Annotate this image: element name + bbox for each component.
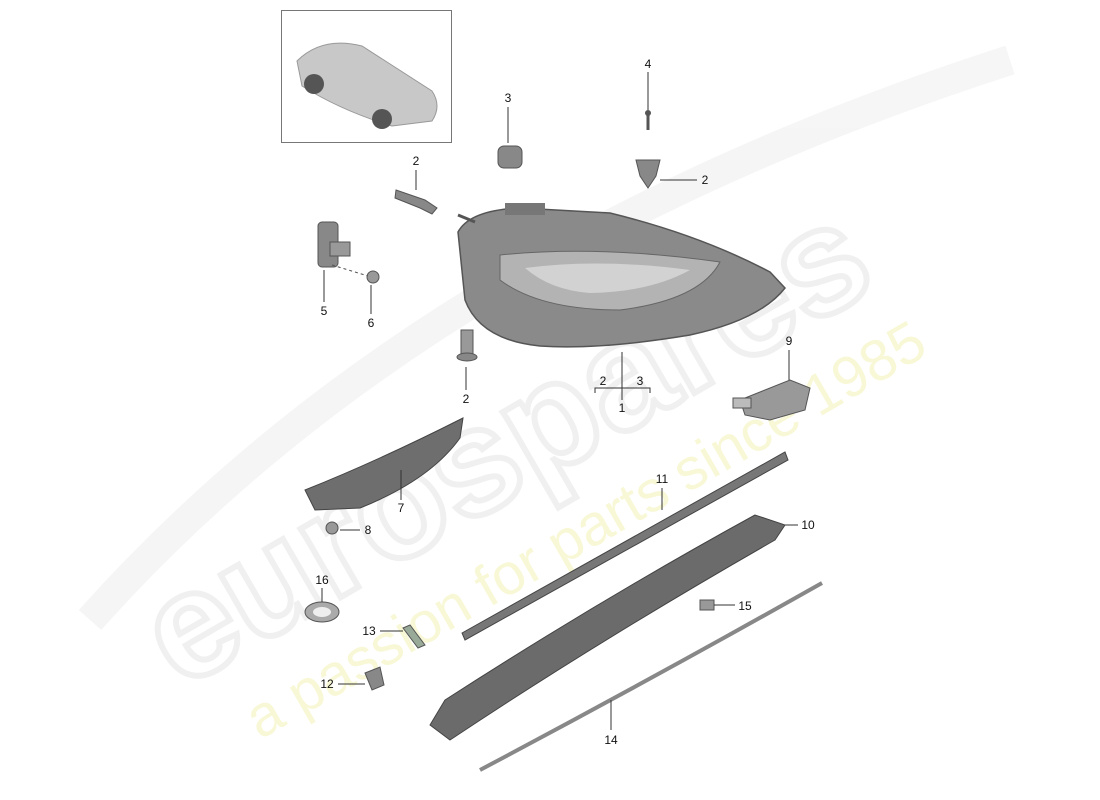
callout-2-left: 2	[412, 154, 420, 168]
callout-15: 15	[738, 599, 752, 613]
screw-part-4	[645, 110, 651, 130]
callout-5: 5	[320, 304, 328, 318]
callout-1-sub-3: 3	[636, 374, 644, 388]
callout-1-sub-2: 2	[599, 374, 607, 388]
bolt-part-2-right	[635, 159, 661, 189]
clip-part-12	[364, 666, 385, 691]
grommet-part-16	[304, 601, 340, 623]
callout-9: 9	[785, 334, 793, 348]
callout-3: 3	[504, 91, 512, 105]
callout-8: 8	[364, 523, 372, 537]
callout-16: 16	[315, 573, 329, 587]
callout-14: 14	[604, 733, 618, 747]
clip-part-15	[699, 599, 715, 611]
bolt-part-2-bottom	[456, 329, 478, 362]
callout-11: 11	[655, 472, 669, 486]
bolt-part-2-left	[394, 189, 438, 215]
light-part-9	[732, 379, 811, 421]
car-overview-image	[296, 42, 438, 129]
grommet-part-3	[497, 145, 523, 169]
callout-6: 6	[367, 316, 375, 330]
callout-1: 1	[618, 401, 626, 415]
callout-2-right: 2	[701, 173, 709, 187]
callout-2-bottom: 2	[462, 392, 470, 406]
callout-4: 4	[644, 57, 652, 71]
screw-part-6	[366, 270, 380, 284]
strip-part-14	[479, 581, 823, 772]
callout-7: 7	[397, 501, 405, 515]
tail-lamp-part-1	[457, 203, 786, 348]
reflector-part-7	[304, 417, 464, 511]
seal-part-11	[461, 451, 789, 641]
callout-10: 10	[801, 518, 815, 532]
callout-12: 12	[320, 677, 334, 691]
stud-part-13	[402, 624, 426, 649]
car-overview-thumbnail	[281, 10, 452, 143]
callout-13: 13	[362, 624, 376, 638]
bracket-part-5	[317, 221, 351, 268]
screw-part-8	[325, 521, 339, 535]
leader-lines	[321, 72, 798, 730]
